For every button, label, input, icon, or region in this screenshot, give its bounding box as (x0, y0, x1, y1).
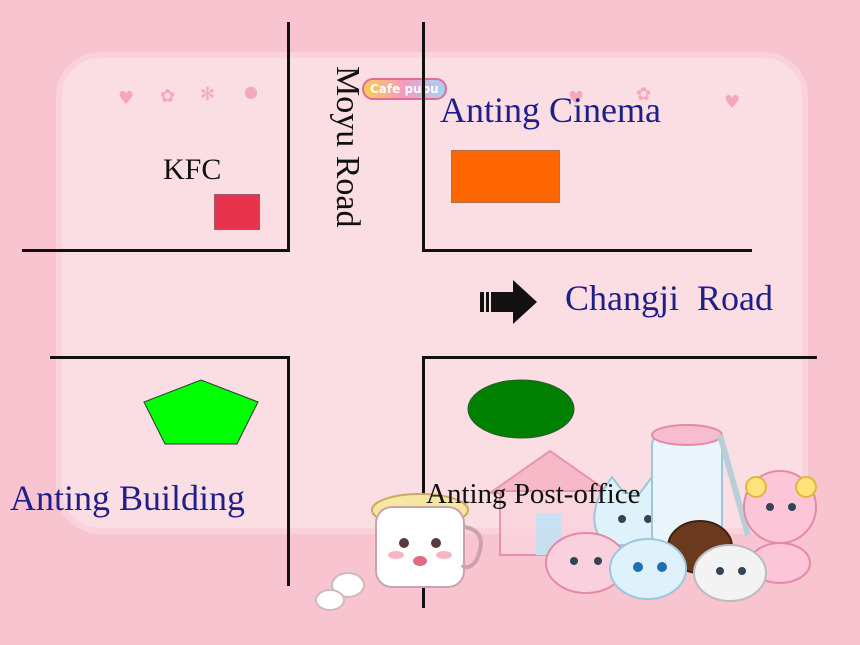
flower-icon: ✿ (160, 86, 176, 107)
road-edge-se-vertical (422, 356, 425, 608)
road-edge-sw-vertical (287, 356, 290, 586)
kfc-marker (214, 194, 260, 230)
road-edge-nw-vertical (287, 22, 290, 252)
heart-icon: ♥ (568, 88, 585, 109)
cartoon-characters-illustration (315, 424, 817, 611)
circle-icon: ● (244, 82, 258, 101)
road-edge-nw-horizontal (22, 249, 290, 252)
anting-building-label: Anting Building (10, 478, 246, 518)
road-edge-ne-horizontal (422, 249, 752, 252)
road-edge-sw-horizontal (50, 356, 290, 359)
anting-cinema-label: Anting Cinema (440, 90, 661, 130)
post-office-marker (467, 379, 575, 439)
heart-icon: ♥ (724, 92, 741, 113)
cinema-marker (451, 150, 560, 203)
anting-post-office-label: Anting Post-office (426, 478, 641, 510)
kfc-label: KFC (163, 153, 222, 186)
flower-icon: ✿ (636, 84, 652, 105)
changji-road-label: Changji Road (565, 278, 773, 318)
star-icon: ✻ (200, 84, 216, 105)
building-marker (143, 379, 259, 445)
moyu-road-label: Moyu Road (329, 66, 366, 228)
cafe-pupu-logo: Cafe pupu (362, 78, 447, 100)
road-edge-se-horizontal (422, 356, 817, 359)
heart-icon: ♥ (118, 88, 135, 109)
right-arrow-icon (480, 280, 537, 324)
road-edge-ne-vertical (422, 22, 425, 252)
